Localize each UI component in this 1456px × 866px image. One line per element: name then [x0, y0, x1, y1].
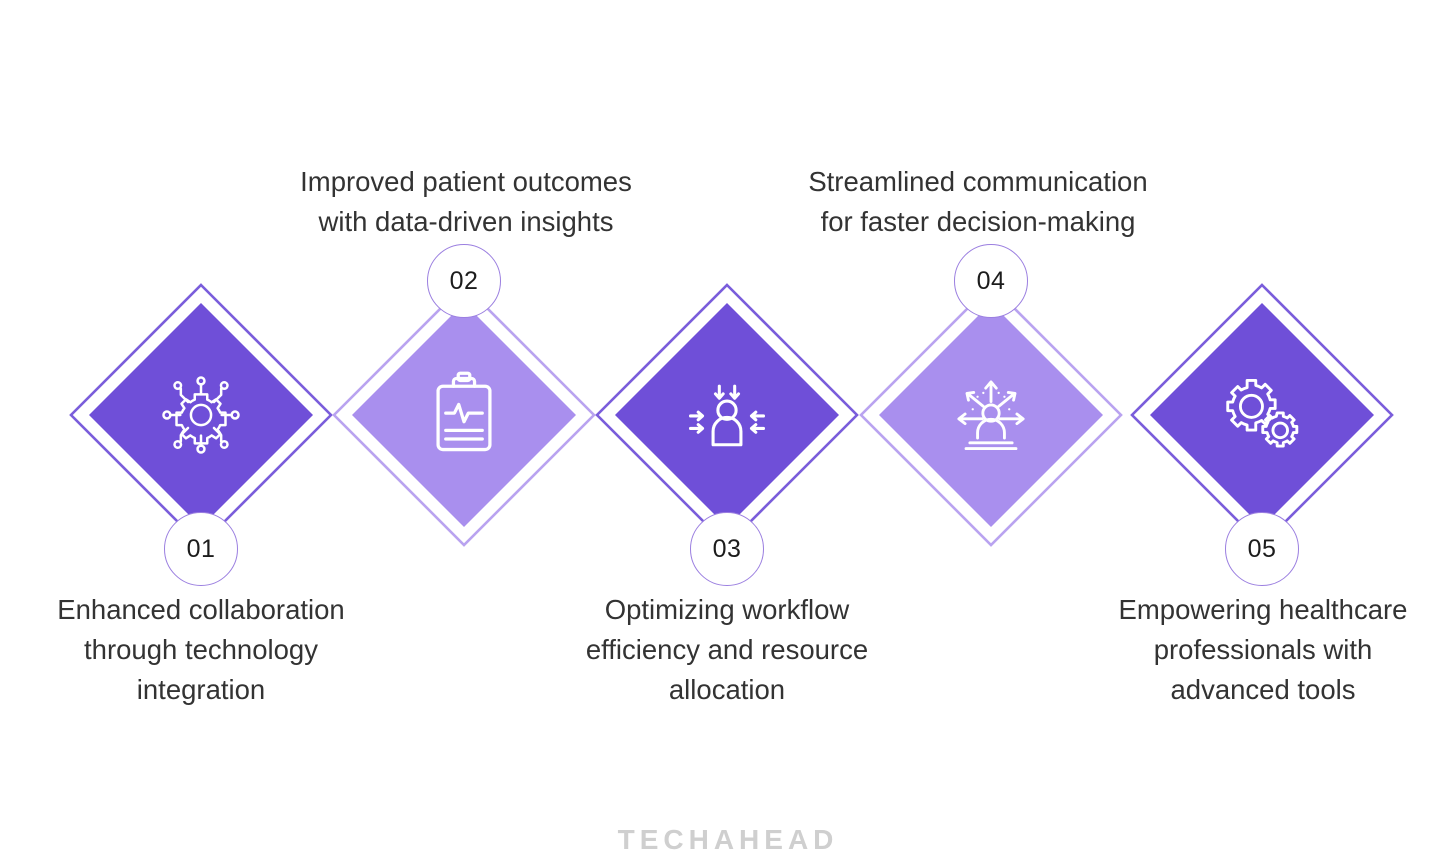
- person-broadcast-arrows-icon: [943, 367, 1039, 463]
- diamond-shape-04: [859, 283, 1123, 547]
- step-number-badge-01: 01: [164, 512, 238, 586]
- diamond-step-05[interactable]: 05: [1128, 281, 1396, 586]
- gear-network-icon: [153, 367, 249, 463]
- clipboard-pulse-icon: [416, 367, 512, 463]
- step-number-01: 01: [186, 534, 216, 563]
- caption-step-01: Enhanced collaboration through technolog…: [57, 594, 345, 705]
- step-number-badge-04: 04: [954, 244, 1028, 318]
- step-number-02: 02: [449, 266, 479, 295]
- diamond-step-02[interactable]: 02: [330, 244, 598, 549]
- diamond-step-03[interactable]: 03: [593, 281, 861, 586]
- diamond-step-01[interactable]: 01: [67, 281, 335, 586]
- caption-step-04: Streamlined communication for faster dec…: [808, 166, 1148, 237]
- step-number-badge-03: 03: [690, 512, 764, 586]
- techahead-watermark: TECHAHEAD: [617, 824, 839, 855]
- caption-step-05: Empowering healthcare professionals with…: [1118, 594, 1408, 705]
- caption-step-03: Optimizing workflow efficiency and resou…: [585, 594, 869, 705]
- gears-icon: [1214, 367, 1310, 463]
- step-number-badge-05: 05: [1225, 512, 1299, 586]
- person-inbound-arrows-icon: [679, 367, 775, 463]
- diamond-shape-02: [332, 283, 596, 547]
- step-number-04: 04: [976, 266, 1006, 295]
- step-number-badge-02: 02: [427, 244, 501, 318]
- step-number-03: 03: [712, 534, 742, 563]
- diamond-step-04[interactable]: 04: [857, 244, 1125, 549]
- step-number-05: 05: [1247, 534, 1277, 563]
- caption-step-02: Improved patient outcomes with data-driv…: [300, 166, 632, 237]
